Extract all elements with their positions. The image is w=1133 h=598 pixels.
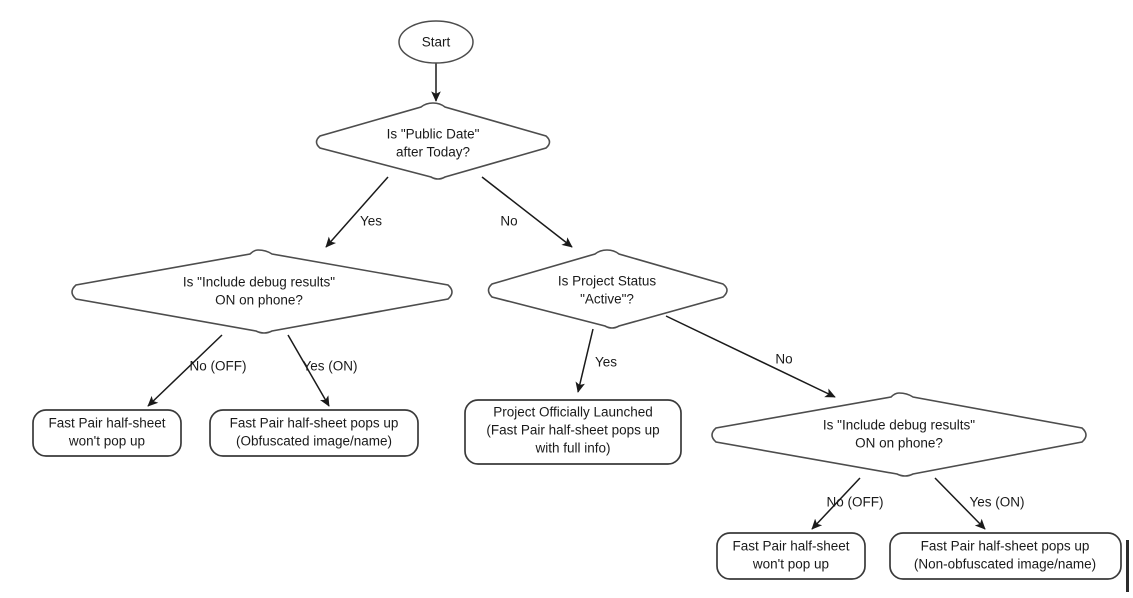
node-terminal-left-on[interactable]: Fast Pair half-sheet pops up (Obfuscated… [209,409,419,457]
public-date-diamond [315,102,551,180]
edge-label-debug-left-yes: Yes (ON) [302,359,357,374]
edge-debug-left-yes [287,334,330,407]
node-terminal-left-off[interactable]: Fast Pair half-sheet won't pop up [32,409,182,457]
debug-left-line2: ON on phone? [215,293,303,308]
terminal-left-off-line2: won't pop up [68,434,145,449]
public-date-line2: after Today? [396,145,470,160]
edge-label-public-date-yes: Yes [360,214,382,229]
debug-left-line1: Is "Include debug results" [183,275,335,290]
node-terminal-right-off[interactable]: Fast Pair half-sheet won't pop up [716,532,866,580]
terminal-left-on-box [209,409,419,457]
edge-label-debug-right-no: No (OFF) [827,495,884,510]
node-start[interactable]: Start [398,20,474,64]
edge-public-date-no [481,176,573,248]
project-status-line1: Is Project Status [558,274,657,289]
edge-public-date-yes [325,176,389,248]
terminal-right-off-line2: won't pop up [752,557,829,572]
project-status-diamond [487,249,728,329]
public-date-line1: Is "Public Date" [387,127,480,142]
start-ellipse [398,20,474,64]
terminal-left-on-line2: (Obfuscated image/name) [236,434,392,449]
terminal-right-on-line1: Fast Pair half-sheet pops up [921,539,1090,554]
edge-label-debug-left-no: No (OFF) [190,359,247,374]
terminal-launched-line3: with full info) [534,441,610,456]
edge-label-debug-right-yes: Yes (ON) [969,495,1024,510]
node-decision-public-date[interactable]: Is "Public Date" after Today? [315,102,551,180]
terminal-left-on-line1: Fast Pair half-sheet pops up [230,416,399,431]
node-decision-debug-right[interactable]: Is "Include debug results" ON on phone? [711,392,1087,477]
node-decision-debug-left[interactable]: Is "Include debug results" ON on phone? [71,249,453,334]
terminal-right-on-line2: (Non-obfuscated image/name) [914,557,1096,572]
start-label: Start [422,35,451,50]
terminal-left-off-line1: Fast Pair half-sheet [48,416,165,431]
terminal-right-off-line1: Fast Pair half-sheet [732,539,849,554]
debug-right-line1: Is "Include debug results" [823,418,975,433]
edge-project-status-no [665,315,836,398]
terminal-launched-line1: Project Officially Launched [493,405,653,420]
edge-project-status-yes [575,328,594,393]
text-cursor-artifact [1126,540,1129,592]
project-status-line2: "Active"? [580,292,634,307]
terminal-launched-box [464,399,682,465]
edge-label-public-date-no: No [500,214,517,229]
terminal-launched-line2: (Fast Pair half-sheet pops up [486,423,659,438]
edge-debug-right-yes [934,477,986,530]
terminal-right-off-box [716,532,866,580]
node-decision-project-status[interactable]: Is Project Status "Active"? [487,249,728,329]
edge-debug-right-no [811,477,861,530]
node-terminal-right-on[interactable]: Fast Pair half-sheet pops up (Non-obfusc… [889,532,1122,580]
edge-debug-left-no [147,334,223,407]
terminal-right-on-box [889,532,1122,580]
edge-label-project-status-yes: Yes [595,355,617,370]
edge-label-project-status-no: No [775,352,792,367]
debug-right-line2: ON on phone? [855,436,943,451]
terminal-left-off-box [32,409,182,457]
node-terminal-launched[interactable]: Project Officially Launched (Fast Pair h… [464,399,682,465]
debug-left-diamond [71,249,453,334]
debug-right-diamond [711,392,1087,477]
